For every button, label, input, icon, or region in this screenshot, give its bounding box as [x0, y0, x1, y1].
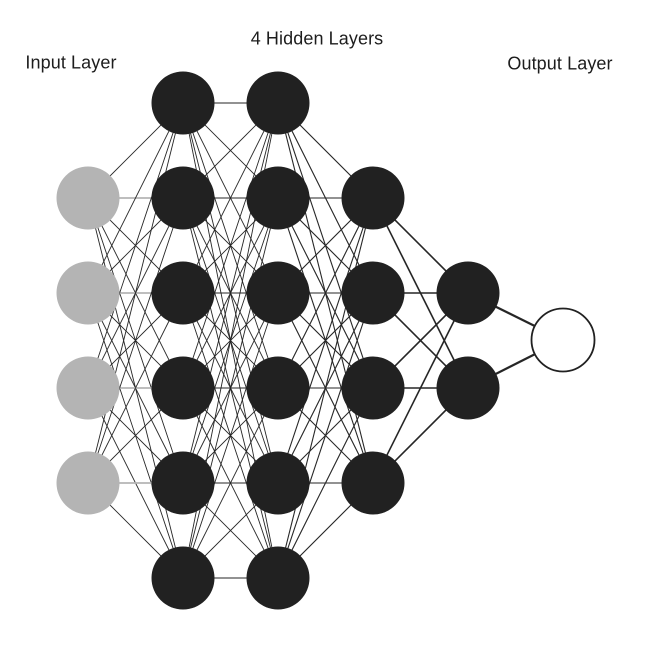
hidden-1-node [151, 546, 215, 610]
edge-hidden-2-to-hidden-3 [277, 197, 374, 389]
output-layer-label: Output Layer [507, 53, 613, 74]
edge-hidden-1-to-hidden-2 [182, 102, 279, 294]
edge-hidden-1-to-hidden-2 [182, 387, 279, 579]
hidden-1-node [151, 261, 215, 325]
hidden-3-node [341, 261, 405, 325]
hidden-2-node [246, 71, 310, 135]
input-node [56, 356, 120, 420]
edge-input-to-hidden-1 [87, 102, 184, 484]
hidden-1-node [151, 451, 215, 515]
hidden-3-node [341, 451, 405, 515]
edge-hidden-1-to-hidden-2 [182, 292, 279, 579]
hidden-2-node [246, 166, 310, 230]
edge-hidden-2-to-hidden-3 [277, 292, 374, 579]
hidden-layers-label: 4 Hidden Layers [250, 28, 384, 49]
edge-hidden-2-to-hidden-3 [277, 197, 374, 579]
hidden-4-node [436, 356, 500, 420]
edge-hidden-1-to-hidden-2 [182, 102, 279, 484]
edge-input-to-hidden-1 [87, 102, 184, 389]
edge-hidden-1-to-hidden-2 [182, 197, 279, 579]
input-layer-label: Input Layer [25, 52, 117, 73]
hidden-1-node [151, 356, 215, 420]
hidden-4-node [436, 261, 500, 325]
hidden-2-node [246, 451, 310, 515]
edge-hidden-2-to-hidden-3 [277, 197, 374, 484]
edge-input-to-hidden-1 [87, 102, 184, 294]
hidden-2-node [246, 546, 310, 610]
input-node [56, 451, 120, 515]
edge-hidden-2-to-hidden-3 [277, 387, 374, 579]
input-node [56, 261, 120, 325]
hidden-1-node [151, 166, 215, 230]
hidden-1-node [151, 71, 215, 135]
edge-input-to-hidden-1 [87, 197, 184, 484]
hidden-3-node [341, 356, 405, 420]
edge-hidden-1-to-hidden-2 [182, 102, 279, 389]
hidden-3-node [341, 166, 405, 230]
hidden-2-node [246, 356, 310, 420]
output-node [530, 307, 596, 373]
input-node [56, 166, 120, 230]
edge-input-to-hidden-1 [87, 292, 184, 484]
hidden-2-node [246, 261, 310, 325]
edge-hidden-3-to-hidden-4 [372, 292, 469, 484]
